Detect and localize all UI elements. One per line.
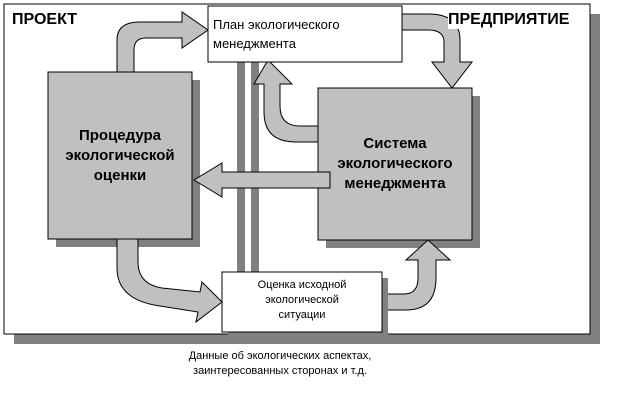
assessment-box	[221, 271, 383, 333]
arrow-system-to-procedure	[193, 162, 331, 198]
procedure-box-label: Процедура экологической оценки	[65, 127, 175, 184]
assessment-box-label: Оценка исходной экологической ситуации	[257, 279, 347, 321]
arrow-procedure-to-plan	[116, 11, 209, 73]
divider-band	[237, 62, 245, 272]
plan-box-label: План экологического менеджмента	[213, 17, 340, 51]
arrow-assessment-to-system	[383, 239, 452, 311]
divider-band-2	[251, 62, 259, 272]
procedure-box	[47, 71, 193, 240]
system-box-label: Система экологического менеджмента	[337, 135, 453, 192]
arrow-plan-to-system	[401, 13, 474, 89]
arrow-system-to-plan	[253, 59, 319, 143]
system-box	[317, 87, 473, 241]
caption: Данные об экологических аспектах, заинте…	[188, 350, 372, 377]
plan-box	[207, 5, 403, 63]
region-label-project: ПРОЕКТ	[12, 11, 78, 28]
region-label-enterprise: ПРЕДПРИЯТИЕ	[448, 11, 570, 29]
